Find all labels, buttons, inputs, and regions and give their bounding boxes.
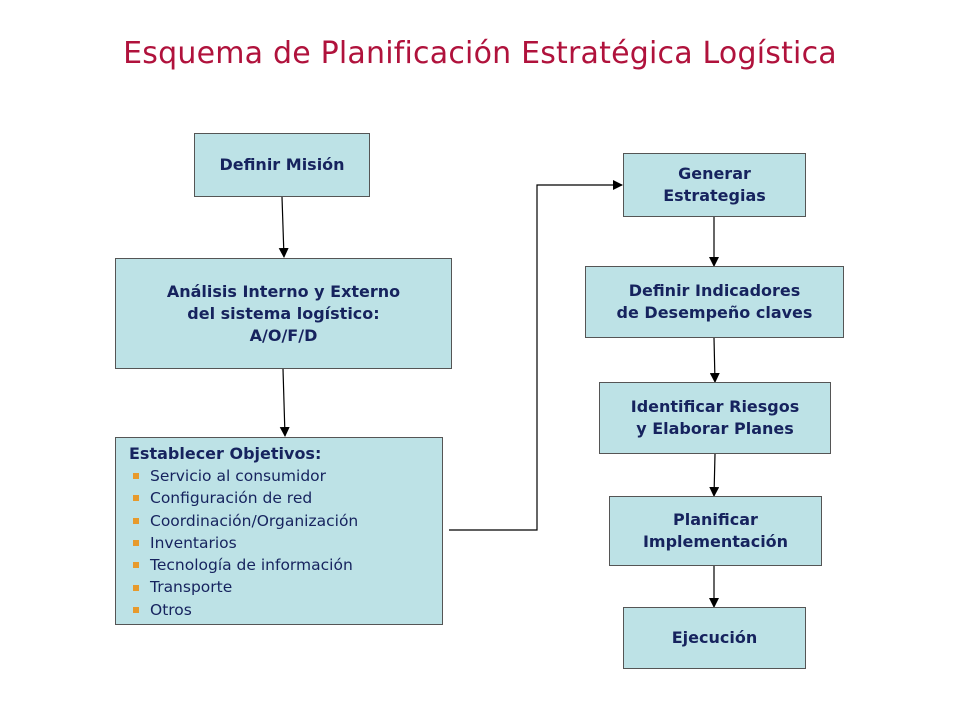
arrow-mission-to-analysis <box>278 196 289 258</box>
node-text: A/O/F/D <box>249 325 318 345</box>
node-text: Definir Misión <box>219 155 345 174</box>
arrow-risks-to-implementation <box>709 453 720 497</box>
list-item: Transporte <box>129 576 436 598</box>
list-item: Inventarios <box>129 532 436 554</box>
square-bullet-icon <box>133 584 139 591</box>
list-item: Otros <box>129 599 436 621</box>
node-analysis: Análisis Interno y Externo del sistema l… <box>115 258 452 369</box>
node-text: Identificar Riesgos <box>630 397 800 416</box>
square-bullet-icon <box>133 495 139 502</box>
arrow-analysis-to-objectives <box>279 368 290 437</box>
node-define-mission: Definir Misión <box>194 133 370 197</box>
list-item: Coordinación/Organización <box>129 510 436 532</box>
node-objectives: Establecer Objetivos: Servicio al consum… <box>115 437 443 625</box>
node-execution: Ejecución <box>623 607 806 669</box>
node-generate-strategies: Generar Estrategias <box>623 153 806 217</box>
node-text: Análisis Interno y Externo <box>166 281 401 301</box>
node-text: del sistema logístico: <box>187 303 380 323</box>
objectives-heading: Establecer Objetivos: <box>129 444 322 463</box>
list-item: Servicio al consumidor <box>129 465 436 487</box>
arrow-indicators-to-risks <box>709 337 720 383</box>
square-bullet-icon <box>133 517 139 524</box>
list-item: Tecnología de información <box>129 554 436 576</box>
square-bullet-icon <box>133 540 139 547</box>
node-text: Ejecución <box>671 628 758 647</box>
node-text: y Elaborar Planes <box>636 419 794 438</box>
node-text: de Desempeño claves <box>616 303 813 322</box>
node-text: Implementación <box>642 532 789 551</box>
node-text: Generar <box>678 164 751 183</box>
page-title: Esquema de Planificación Estratégica Log… <box>123 36 837 71</box>
node-identify-risks: Identificar Riesgos y Elaborar Planes <box>599 382 831 454</box>
node-define-indicators: Definir Indicadores de Desempeño claves <box>585 266 844 338</box>
node-plan-implementation: Planificar Implementación <box>609 496 822 566</box>
square-bullet-icon <box>133 473 139 480</box>
node-text: Estrategias <box>663 186 766 205</box>
arrow-objectives-to-strategies <box>449 180 623 531</box>
node-text: Definir Indicadores <box>628 281 801 300</box>
square-bullet-icon <box>133 606 139 613</box>
node-text: Planificar <box>673 510 758 529</box>
square-bullet-icon <box>133 562 139 569</box>
objectives-list: Servicio al consumidor Configuración de … <box>129 465 436 621</box>
list-item: Configuración de red <box>129 487 436 509</box>
